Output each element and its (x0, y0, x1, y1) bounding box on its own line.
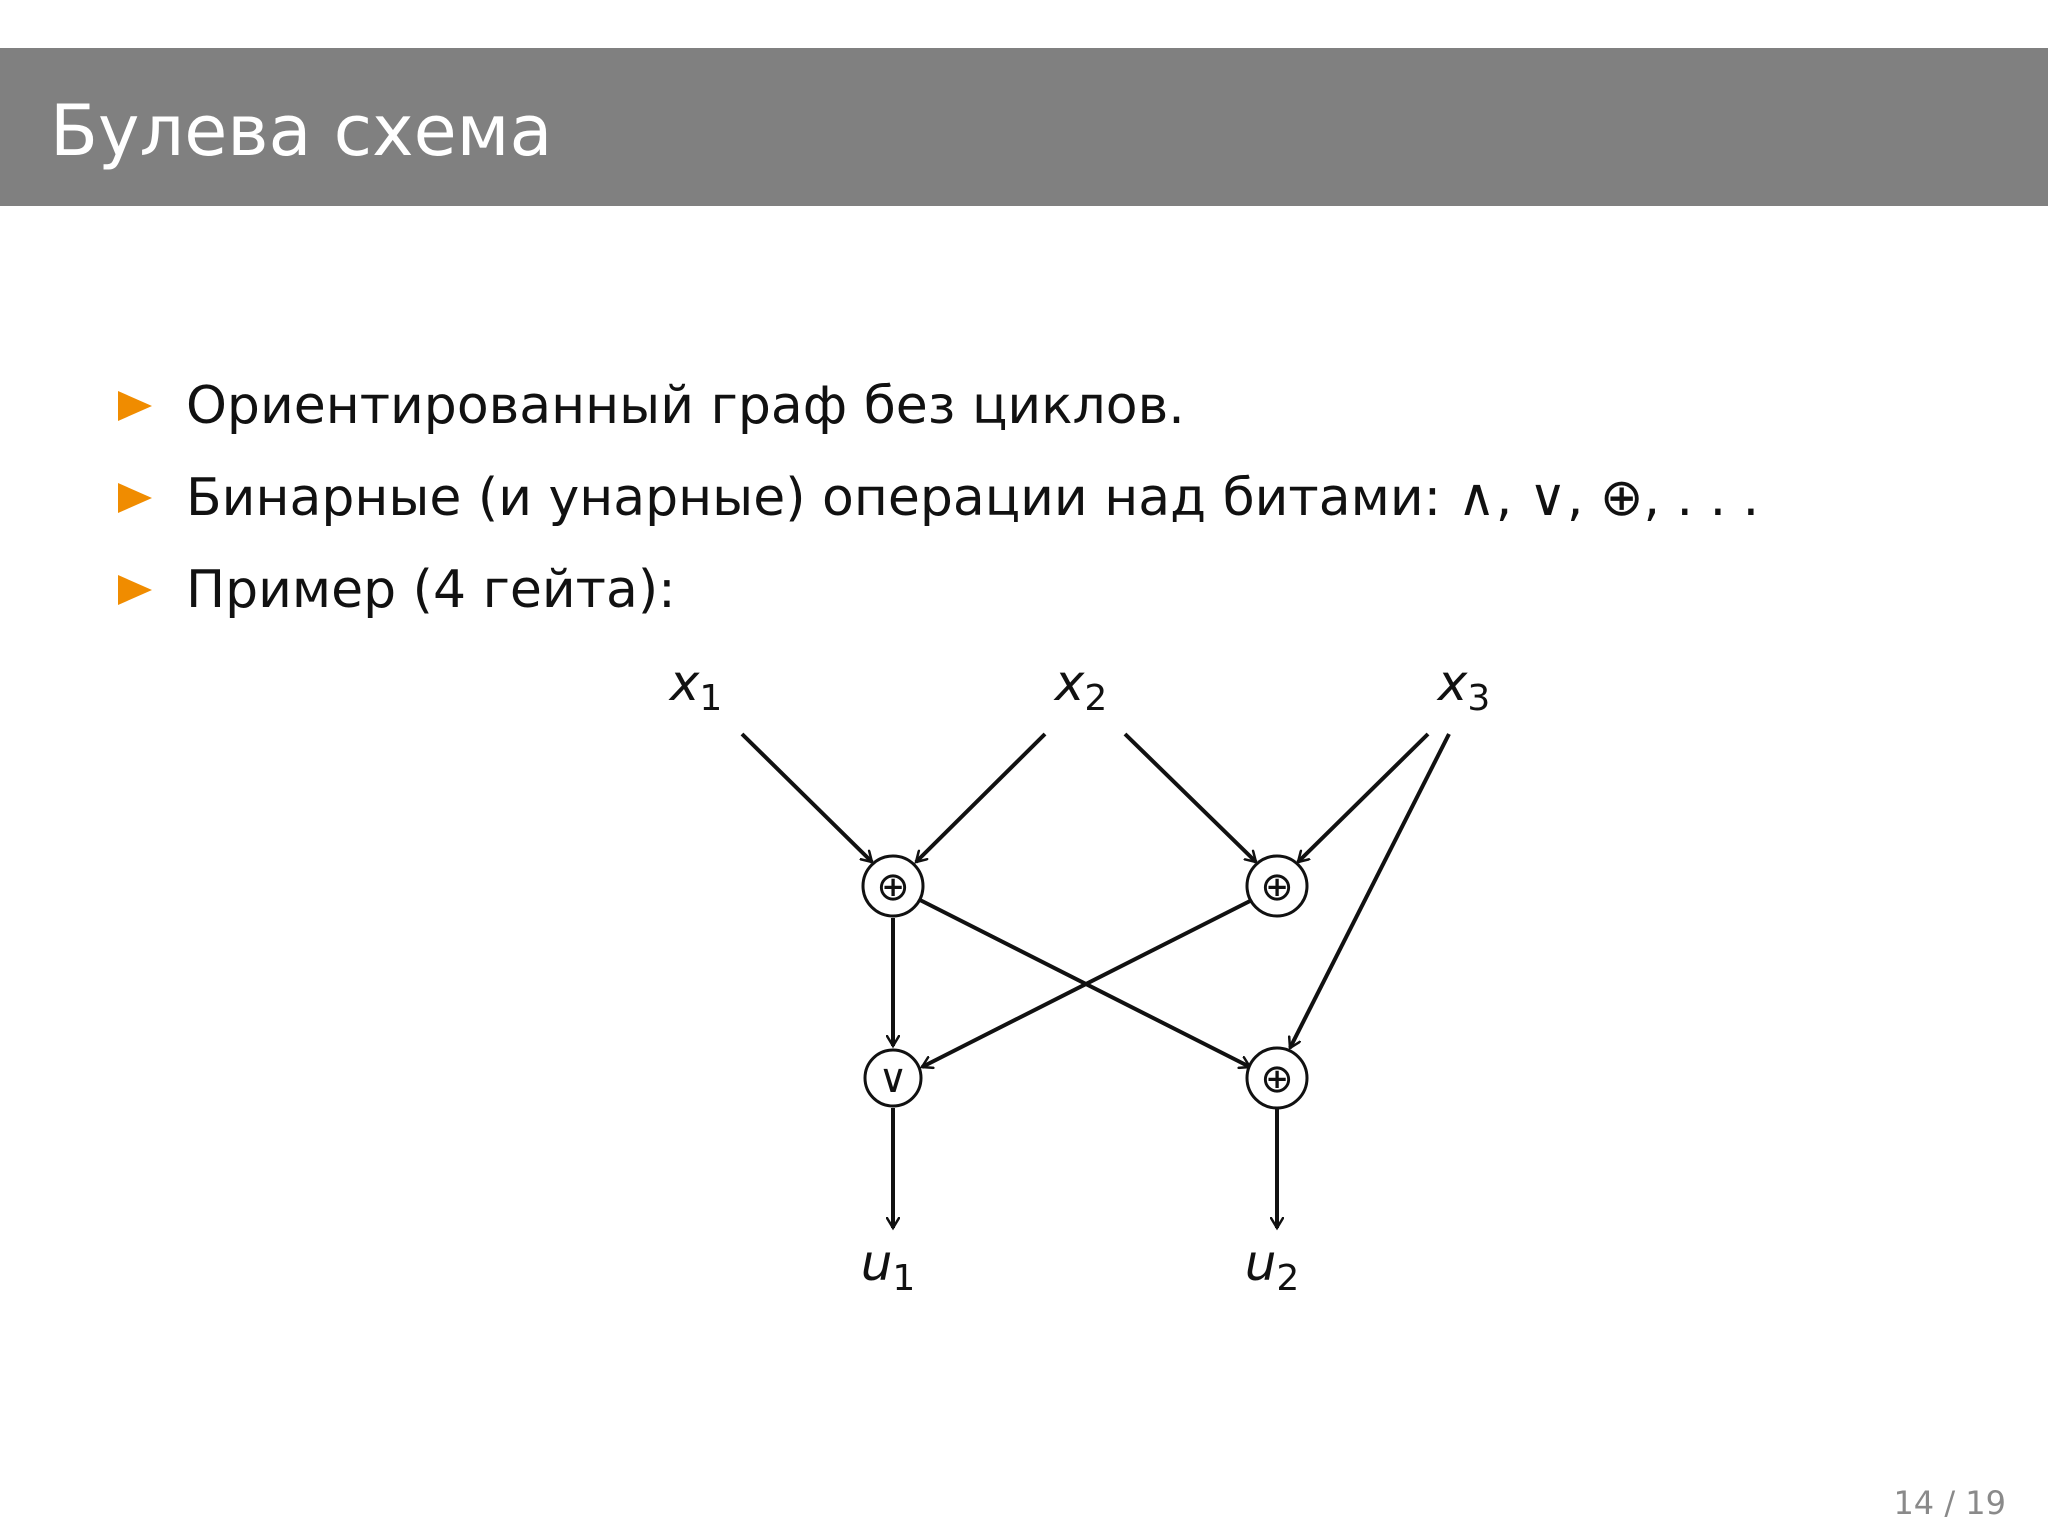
gate-node: ⊕ (1245, 854, 1309, 918)
gate-node: ∨ (863, 1048, 923, 1108)
bullet-item: Бинарные (и унарные) операции над битами… (118, 452, 1759, 544)
slide-title: Булева схема (50, 90, 553, 172)
edge-x2-g1 (916, 732, 1047, 862)
gate-node: ⊕ (861, 854, 925, 918)
header-bar (0, 48, 2048, 206)
edge-x3-g4 (1290, 733, 1451, 1048)
bullet-text: Бинарные (и унарные) операции над битами… (186, 468, 1760, 528)
bullet-item: Ориентированный граф без циклов. (118, 360, 1759, 452)
input-label: x2 (1053, 654, 1108, 719)
triangle-bullet-icon (118, 391, 152, 421)
triangle-bullet-icon (118, 575, 152, 605)
gate-symbol: ⊕ (876, 864, 910, 910)
gate-symbol: ∨ (878, 1056, 907, 1102)
bullet-text: Пример (4 гейта): (186, 560, 676, 620)
edge-x3-g2 (1298, 732, 1430, 862)
edge-x1-g1 (740, 732, 872, 862)
edge-x2-g2 (1123, 732, 1256, 862)
input-label: x1 (668, 654, 723, 719)
output-label: u1 (861, 1234, 916, 1299)
output-label: u2 (1245, 1234, 1300, 1299)
gate-node: ⊕ (1245, 1046, 1309, 1110)
input-label: x3 (1436, 654, 1491, 719)
bullet-list: Ориентированный граф без циклов. Бинарны… (118, 360, 1759, 636)
gate-symbol: ⊕ (1260, 864, 1294, 910)
edge-g2-g3 (922, 898, 1253, 1067)
bullet-text: Ориентированный граф без циклов. (186, 376, 1185, 436)
triangle-bullet-icon (118, 483, 152, 513)
page-number: 14 / 19 (1893, 1484, 2006, 1522)
circuit-edges (740, 732, 1451, 1228)
bullet-item: Пример (4 гейта): (118, 544, 1759, 636)
gate-symbol: ⊕ (1260, 1056, 1294, 1102)
